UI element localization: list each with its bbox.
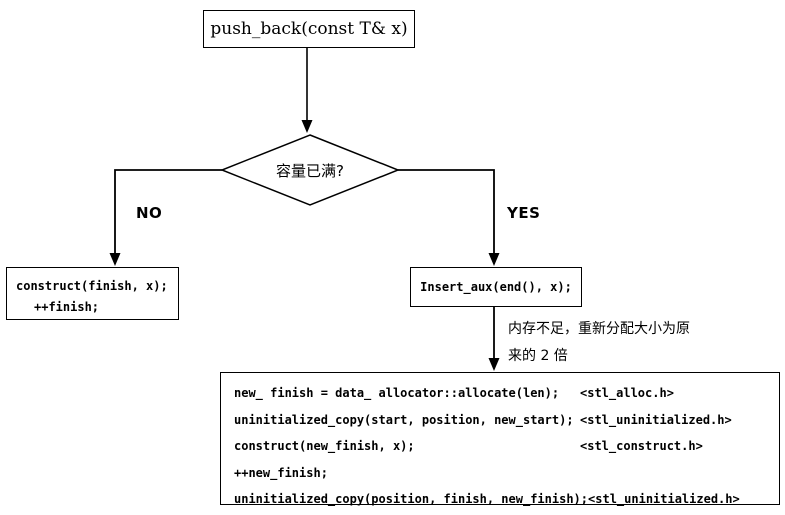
node-insert-aux: Insert_aux(end(), x); [410, 267, 582, 307]
increment-finish-line: ++finish; [34, 300, 100, 314]
code-line: uninitialized_copy(start, position, new_… [234, 407, 779, 434]
insert-aux-label: Insert_aux(end(), x); [420, 280, 572, 294]
arrowhead-yes-branch [488, 253, 500, 266]
code-header-ref: <stl_alloc.h> [580, 386, 674, 400]
code-header-ref: <stl_uninitialized.h> [580, 412, 732, 427]
branch-label-no: NO [136, 204, 163, 222]
arrow-yes-branch [398, 169, 495, 254]
code-header-ref: <stl_construct.h> [580, 439, 703, 453]
memory-annotation: 内存不足，重新分配大小为原 来的 2 倍 [508, 316, 738, 370]
code-line: ++new_finish; [234, 460, 779, 487]
code-header-ref: <stl_uninitialized.h> [588, 492, 740, 506]
code-line: uninitialized_copy(position, finish, new… [234, 486, 779, 513]
arrowhead-into-decision [301, 120, 313, 133]
node-construct-finish: construct(finish, x); ++finish; [6, 267, 179, 320]
arrowhead-into-code [488, 358, 500, 371]
code-statement: construct(new_finish, x); [234, 439, 415, 453]
node-decision-label: 容量已满? [276, 162, 344, 180]
construct-line: construct(finish, x); [16, 279, 168, 293]
memory-annotation-line1: 内存不足，重新分配大小为原 [508, 321, 690, 337]
node-push-back-label: push_back(const T& x) [210, 19, 408, 39]
arrow-no-branch [114, 169, 222, 254]
code-statement: uninitialized_copy(start, position, new_… [234, 412, 574, 427]
code-statement: new_ finish = data_ allocator::allocate(… [234, 386, 560, 400]
node-reallocation-code: new_ finish = data_ allocator::allocate(… [220, 372, 780, 506]
branch-label-yes: YES [507, 204, 541, 222]
code-line: new_ finish = data_ allocator::allocate(… [234, 380, 779, 407]
code-statement: uninitialized_copy(position, finish, new… [234, 492, 589, 506]
memory-annotation-line2: 来的 2 倍 [508, 348, 568, 364]
arrowhead-no-branch [109, 253, 121, 266]
node-push-back: push_back(const T& x) [203, 10, 415, 48]
code-statement: ++new_finish; [234, 465, 328, 480]
code-line: construct(new_finish, x); <stl_construct.… [234, 433, 779, 460]
